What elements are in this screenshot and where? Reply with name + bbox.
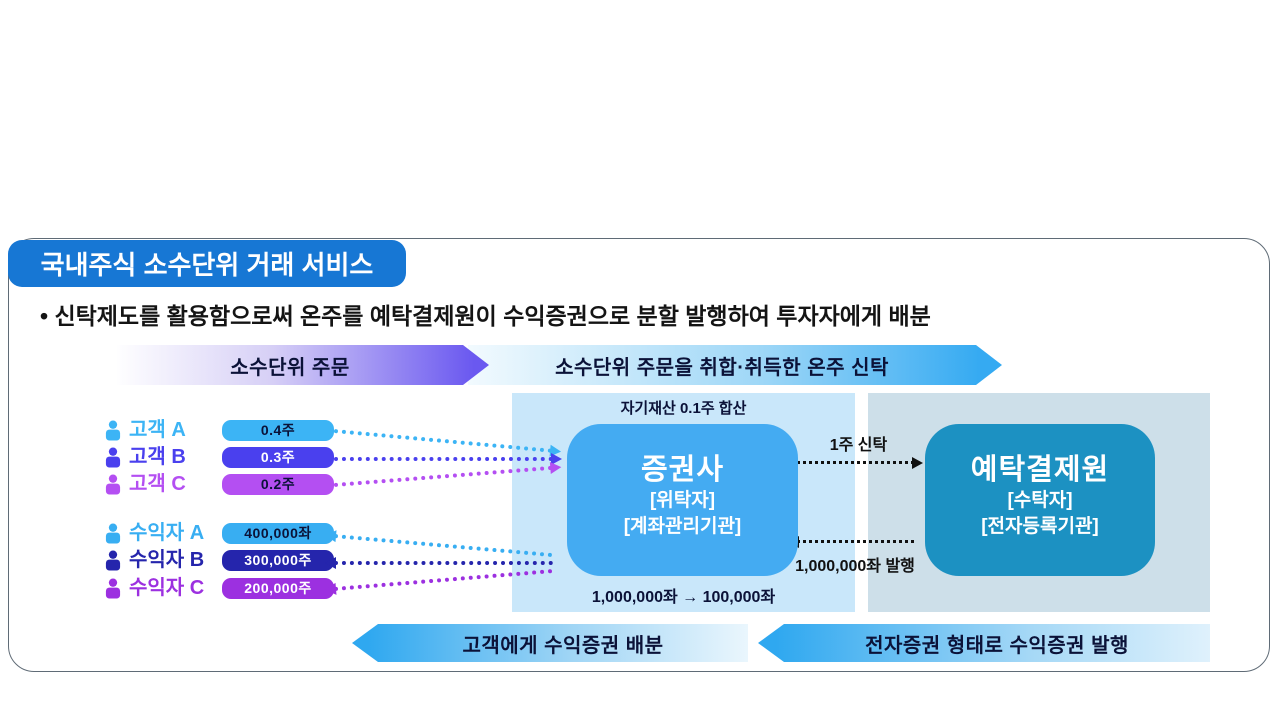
securities-role-1: [위탁자]	[649, 490, 716, 511]
banner-whole-share-trust: 소수단위 주문을 취합·취득한 온주 신탁	[468, 345, 1002, 385]
banner-distribute-certificates-label: 고객에게 수익증권 배분	[462, 634, 664, 657]
person-icon	[103, 420, 123, 441]
beneficiary-value-pill: 300,000주	[222, 550, 334, 571]
beneficiary-label: 수익자 A	[129, 522, 205, 544]
depository-name: 예탁결제원	[970, 454, 1110, 486]
beneficiary-value-pill: 200,000주	[222, 578, 334, 599]
trust-flow-arrow	[797, 457, 923, 469]
depository-role-1: [수탁자]	[1007, 490, 1073, 511]
beneficiary-row-a: 수익자 A 400,000좌	[0, 522, 470, 545]
banner-issue-electronic-certificates-label: 전자증권 형태로 수익증권 발행	[865, 634, 1129, 657]
beneficiary-label: 수익자 C	[129, 577, 205, 599]
trust-flow-label: 1주 신탁	[829, 437, 888, 454]
securities-role-2: [계좌관리기관]	[623, 516, 742, 537]
person-icon	[103, 523, 123, 544]
beneficiary-row-c: 수익자 C 200,000주	[0, 577, 470, 600]
depository-role-2: [전자등록기관]	[981, 516, 1099, 537]
customer-row-c: 고객 C 0.2주	[0, 473, 470, 496]
banner-whole-share-trust-label: 소수단위 주문을 취합·취득한 온주 신탁	[555, 356, 889, 379]
customer-value-pill: 0.2주	[222, 474, 334, 495]
page-title: 국내주식 소수단위 거래 서비스	[8, 240, 406, 287]
beneficiary-row-b: 수익자 B 300,000주	[0, 549, 470, 572]
distribution-arrow-b	[325, 557, 553, 569]
depository-box: 예탁결제원 [수탁자] [전자등록기관]	[925, 424, 1155, 576]
customer-value-pill: 0.4주	[222, 420, 334, 441]
banner-fractional-order: 소수단위 주문	[117, 345, 489, 385]
customer-value-pill: 0.3주	[222, 447, 334, 468]
securities-company-name: 증권사	[640, 454, 725, 486]
customer-row-b: 고객 B 0.3주	[0, 446, 470, 469]
banner-distribute-certificates: 고객에게 수익증권 배분	[352, 624, 748, 662]
person-icon	[103, 578, 123, 599]
beneficiary-value-pill: 400,000좌	[222, 523, 334, 544]
order-arrow-b	[334, 453, 562, 465]
securities-company-box: 증권사 [위탁자] [계좌관리기관]	[567, 424, 798, 576]
issue-flow-arrow	[788, 536, 914, 548]
person-icon	[103, 474, 123, 495]
customer-label: 고객 C	[129, 473, 186, 495]
banner-issue-electronic-certificates: 전자증권 형태로 수익증권 발행	[758, 624, 1210, 662]
person-icon	[103, 447, 123, 468]
banner-fractional-order-label: 소수단위 주문	[230, 356, 350, 379]
beneficiary-label: 수익자 B	[129, 549, 205, 571]
self-asset-note: 자기재산 0.1주 합산	[620, 400, 747, 417]
person-icon	[103, 550, 123, 571]
issue-flow-label: 1,000,000좌 발행	[795, 558, 915, 575]
description-bullet: • 신탁제도를 활용함으로써 온주를 예탁결제원이 수익증권으로 분할 발행하여…	[40, 303, 931, 329]
customer-row-a: 고객 A 0.4주	[0, 419, 470, 442]
customer-label: 고객 B	[129, 446, 186, 468]
customer-label: 고객 A	[129, 419, 186, 441]
conversion-note: 1,000,000좌 → 100,000좌	[591, 589, 776, 606]
